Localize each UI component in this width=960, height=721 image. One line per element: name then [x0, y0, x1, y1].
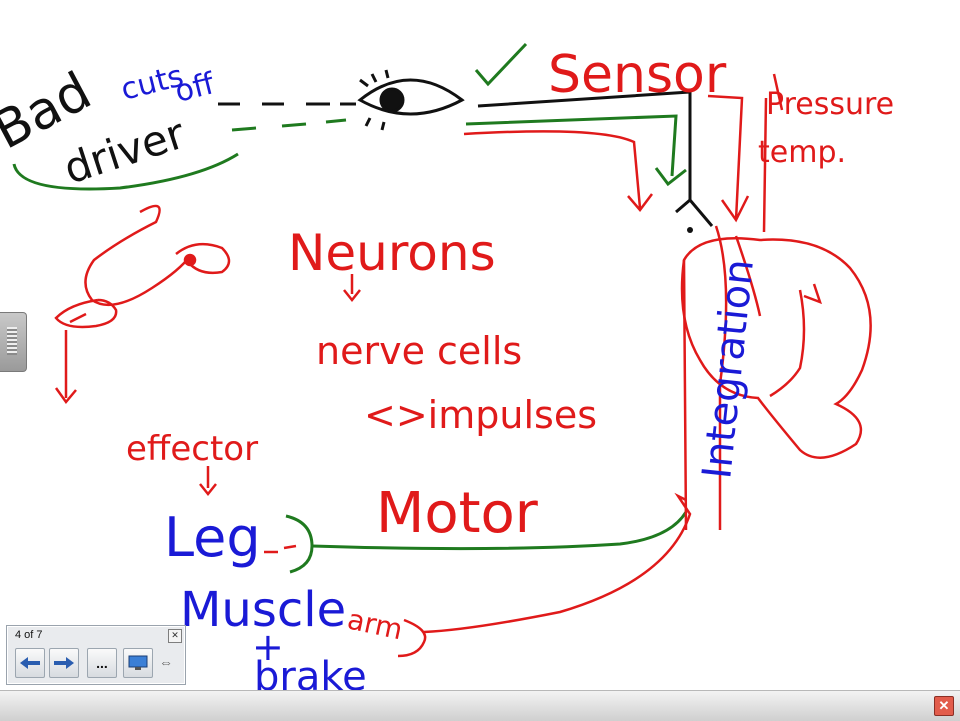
- effector-arrow: [199, 466, 217, 497]
- neurons-arrow: [343, 274, 361, 303]
- brain-outline: [680, 236, 872, 459]
- neuron-sketch: [54, 204, 231, 329]
- page-navigator: 4 of 7 ✕ ... ⇔: [6, 625, 186, 685]
- note-nerve-cells: nerve cells: [316, 329, 522, 373]
- green-underline: [12, 152, 239, 191]
- side-panel-tab[interactable]: [0, 312, 27, 372]
- spinal-cord: [682, 225, 728, 531]
- green-sensory-path: [465, 114, 687, 187]
- arm-bracket: [397, 618, 427, 658]
- more-options-button[interactable]: ...: [87, 648, 117, 678]
- note-plus: +: [252, 625, 284, 669]
- more-icon: ...: [96, 655, 108, 671]
- note-motor: Motor: [376, 481, 539, 546]
- next-page-button[interactable]: [49, 648, 79, 678]
- page-counter: 4 of 7: [15, 629, 43, 641]
- note-temp: temp.: [758, 135, 846, 170]
- grip-icon: [7, 327, 17, 355]
- close-icon[interactable]: ✕: [934, 696, 954, 716]
- note-pressure: Pressure: [766, 87, 894, 122]
- leg-dashes: [264, 544, 297, 554]
- eye-icon: [357, 69, 465, 131]
- back-arrow-icon: [20, 657, 40, 669]
- note-impulses: <>impulses: [364, 393, 597, 437]
- note-muscle: Muscle: [180, 582, 346, 638]
- green-dashes: [231, 118, 347, 132]
- sensor-arrow-red: [463, 130, 653, 212]
- resize-handle[interactable]: ⇔: [155, 648, 177, 676]
- resize-icon: ⇔: [159, 654, 173, 670]
- check-mark: [474, 42, 528, 87]
- note-neurons: Neurons: [288, 224, 496, 282]
- brain-fold: [734, 235, 823, 398]
- synapse-mark: [675, 197, 714, 227]
- note-arm: arm: [345, 603, 406, 647]
- motor-path-red: [423, 492, 692, 634]
- note-effector: effector: [126, 429, 258, 469]
- bottom-toolbar: ✕: [0, 690, 960, 721]
- display-button[interactable]: [123, 648, 153, 678]
- previous-page-button[interactable]: [15, 648, 45, 678]
- note-sensor: Sensor: [548, 45, 727, 105]
- motor-path-green: [311, 511, 688, 551]
- sensory-path-black: [477, 90, 692, 200]
- screen-icon: [128, 655, 148, 670]
- note-leg: Leg: [164, 506, 261, 569]
- receptor-lines: [707, 73, 784, 233]
- leg-bracket: [285, 514, 314, 574]
- close-icon[interactable]: ✕: [168, 629, 182, 643]
- forward-arrow-icon: [54, 657, 74, 669]
- note-integration: Integration: [694, 257, 763, 481]
- neuron-arrow: [54, 312, 87, 405]
